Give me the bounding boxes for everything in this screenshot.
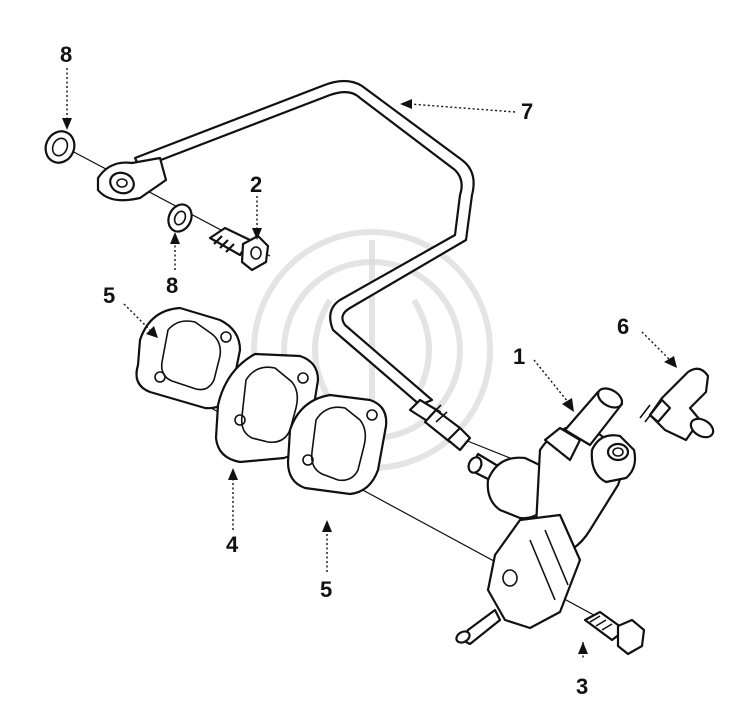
gasket-part-5-right (286, 393, 388, 496)
pump-lever-arm (455, 608, 502, 646)
pump-plunger-top (563, 387, 624, 447)
callout-3: 3 (576, 674, 588, 699)
banjo-fitting (96, 156, 168, 202)
callout-8-lower: 8 (166, 273, 178, 298)
banjo-bolt-part-2 (208, 226, 270, 272)
callout-leaders (62, 68, 677, 660)
fuel-pump-part-1 (455, 387, 637, 646)
pump-outlet-fitting (590, 434, 637, 484)
callout-labels: 8 7 2 8 5 1 6 4 5 3 (60, 42, 629, 699)
callout-6: 6 (617, 314, 629, 339)
callout-2: 2 (250, 172, 262, 197)
callout-5-upper: 5 (103, 283, 115, 308)
fuel-line-part-7 (96, 79, 475, 452)
callout-8-top: 8 (60, 42, 72, 67)
callout-7: 7 (521, 99, 533, 124)
callout-5-lower: 5 (320, 577, 332, 602)
elbow-fitting-part-6 (639, 367, 715, 442)
washer-part-8-left (44, 130, 76, 164)
washer-part-8-right (167, 203, 193, 233)
mounting-bolt-part-3 (583, 610, 646, 656)
callout-1: 1 (513, 344, 525, 369)
callout-4: 4 (226, 532, 239, 557)
tube-nut-fitting (408, 398, 472, 452)
